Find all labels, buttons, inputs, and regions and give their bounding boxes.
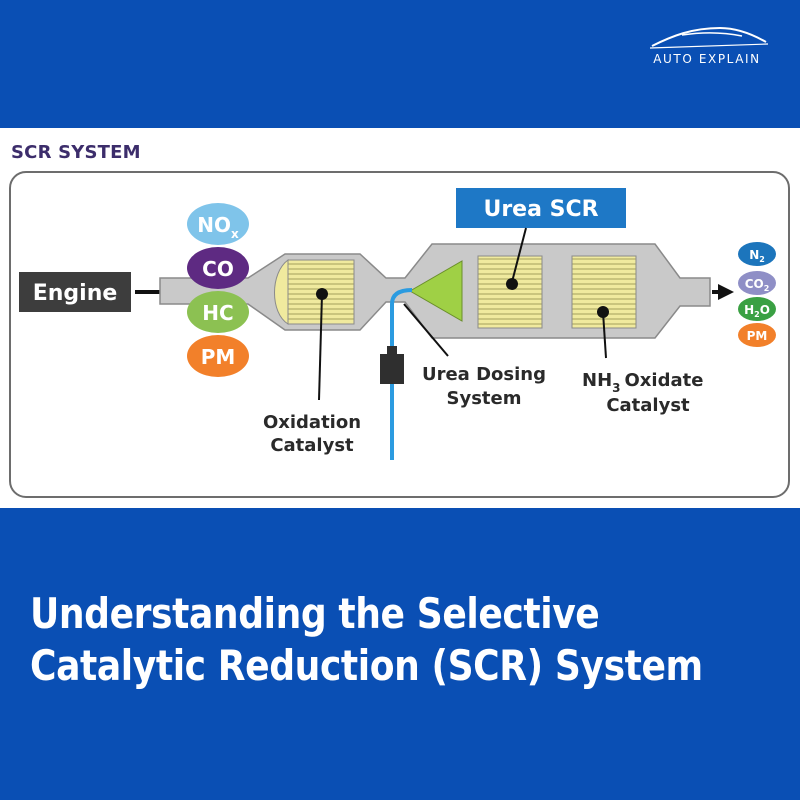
car-silhouette-icon: [649, 26, 769, 49]
urea-scr-pointer-dot: [506, 278, 518, 290]
output-gas-1: CO2: [738, 271, 776, 295]
urea-dosing-label-line1: Urea Dosing: [422, 364, 546, 385]
urea-scr-box: [456, 188, 626, 228]
brand-name: AUTO EXPLAIN: [653, 52, 761, 66]
nh3-pointer: [602, 311, 607, 359]
urea-mixer: [408, 260, 463, 322]
diagram-frame: [9, 171, 790, 498]
output-gas-oval: [738, 297, 776, 321]
oxidation-label-line1: Oxidation: [263, 412, 361, 433]
urea-dosing-label-line2: System: [447, 388, 522, 409]
urea-scr-label: Urea SCR: [483, 197, 598, 222]
urea-scr-pointer: [511, 227, 527, 283]
urea-injector: [380, 354, 404, 384]
nh3-label-line2: Catalyst: [606, 395, 690, 416]
engine-box: [19, 272, 131, 312]
output-gas-oval: [738, 323, 776, 347]
headline-line1: Understanding the Selective: [30, 589, 600, 638]
urea-injector-cap: [387, 346, 397, 356]
brand-logo: AUTO EXPLAIN: [642, 22, 772, 72]
headline-line2: Catalytic Reduction (SCR) System: [30, 641, 703, 690]
oxidation-pointer: [318, 293, 323, 401]
input-gas-label: HC: [202, 301, 233, 325]
top-banner: [0, 0, 800, 128]
headline: Understanding the Selective Catalytic Re…: [30, 588, 703, 692]
input-gas-label: CO: [202, 257, 234, 281]
input-gas-label: PM: [201, 345, 236, 369]
input-gas-oval: [187, 247, 249, 289]
output-gas-label: PM: [747, 329, 768, 343]
input-gas-0: NOx: [187, 203, 249, 245]
input-gas-label: NOx: [197, 213, 239, 241]
diagram-title: SCR SYSTEM: [11, 142, 141, 163]
engine-label: Engine: [33, 281, 118, 306]
input-gas-oval: [187, 203, 249, 245]
input-gas-oval: [187, 291, 249, 333]
output-gas-oval: [738, 242, 776, 266]
output-gas-label: CO2: [745, 277, 770, 293]
outlet-arrowhead: [718, 284, 734, 300]
output-gas-0: N2: [738, 242, 776, 266]
urea-dosing-pointer: [403, 303, 449, 357]
input-gas-2: HC: [187, 291, 249, 333]
scr-catalyst: [477, 255, 543, 329]
input-gas-3: PM: [187, 335, 249, 377]
output-gas-oval: [738, 271, 776, 295]
oxidation-label-line2: Catalyst: [270, 435, 354, 456]
input-gas-1: CO: [187, 247, 249, 289]
output-gas-label: N2: [749, 248, 765, 264]
output-gas-label: H2O: [744, 303, 770, 319]
output-gas-2: H2O: [738, 297, 776, 321]
oxidation-catalyst-front: [274, 259, 289, 325]
urea-dosing-line: [390, 288, 413, 460]
output-gas-3: PM: [738, 323, 776, 347]
input-gas-oval: [187, 335, 249, 377]
